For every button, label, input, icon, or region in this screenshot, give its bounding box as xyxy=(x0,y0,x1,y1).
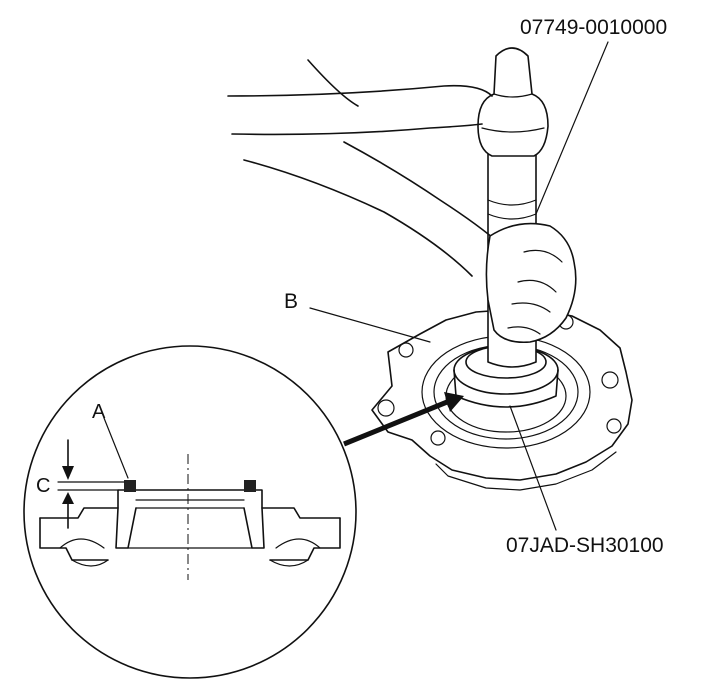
label-part-b: B xyxy=(284,290,298,313)
detail-callout-arrow xyxy=(343,392,464,447)
arms-and-hands xyxy=(227,59,577,344)
leader-lines xyxy=(309,41,609,531)
label-tool-driver: 07JAD-SH30100 xyxy=(506,534,664,557)
detail-view xyxy=(23,345,357,679)
label-part-a: A xyxy=(92,401,106,423)
label-dim-c: C xyxy=(36,475,50,497)
hammer xyxy=(477,47,549,157)
label-tool-handle: 07749-0010000 xyxy=(520,16,667,39)
